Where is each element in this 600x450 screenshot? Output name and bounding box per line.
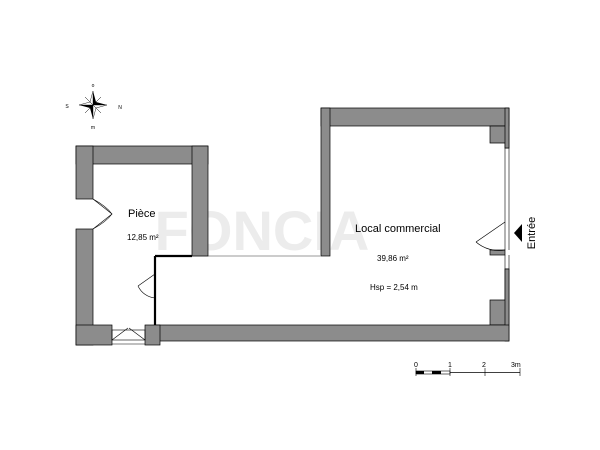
local-height: Hsp = 2,54 m <box>370 283 418 292</box>
local-area: 39,86 m² <box>377 254 409 263</box>
scale-tick-3: 3m <box>511 362 521 369</box>
door-piece-left <box>92 198 113 230</box>
compass-west: o <box>92 83 95 89</box>
scale-tick-1: 1 <box>448 362 452 369</box>
compass-rose-icon: N S m o <box>65 83 122 131</box>
piece-name: Pièce <box>128 208 156 220</box>
scale-bar: 0 1 2 3m <box>414 362 521 376</box>
watermark: FONCIA <box>155 199 370 262</box>
piece-walls <box>75 145 209 346</box>
scale-tick-2: 2 <box>482 362 486 369</box>
door-interior <box>137 273 156 299</box>
compass-south: S <box>65 104 69 110</box>
compass-east: m <box>91 125 95 131</box>
door-bottom <box>111 327 146 345</box>
door-entry <box>475 221 506 251</box>
compass-north: N <box>118 105 122 111</box>
local-name: Local commercial <box>355 223 441 235</box>
local-commercial-walls <box>154 107 510 342</box>
piece-area: 12,85 m² <box>127 233 159 242</box>
entry-marker: Entrée <box>514 217 538 249</box>
entry-label: Entrée <box>526 217 538 249</box>
entry-arrow-icon <box>514 224 522 242</box>
scale-tick-0: 0 <box>414 362 418 369</box>
facade-window <box>504 148 510 269</box>
room-divider <box>153 254 321 325</box>
